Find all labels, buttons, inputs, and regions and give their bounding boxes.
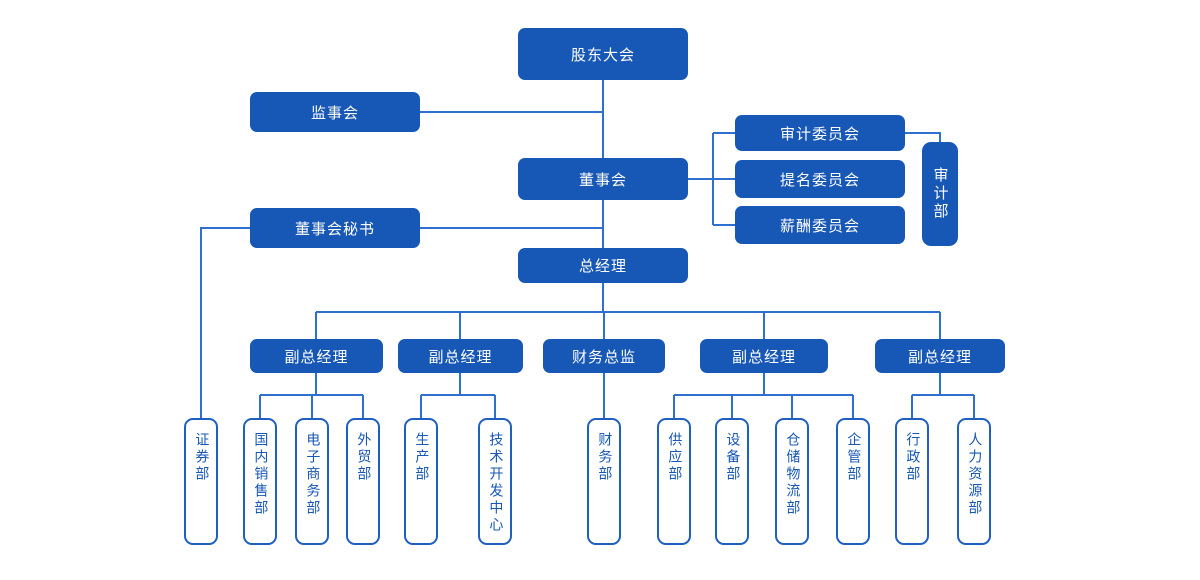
node-label: 仓储物流部	[784, 432, 801, 517]
node-administration-dept[interactable]: 行政部	[895, 418, 929, 545]
node-compensation-committee[interactable]: 薪酬委员会	[735, 206, 905, 244]
node-finance-dept[interactable]: 财务部	[587, 418, 621, 545]
node-cfo[interactable]: 财务总监	[543, 339, 665, 373]
node-label: 财务总监	[571, 347, 636, 366]
node-label: 财务部	[596, 432, 613, 483]
node-tech-dev-center[interactable]: 技术开发中心	[478, 418, 512, 545]
node-equipment-dept[interactable]: 设备部	[715, 418, 749, 545]
node-shareholders-meeting[interactable]: 股东大会	[518, 28, 688, 80]
node-label: 副总经理	[284, 347, 349, 366]
node-label: 设备部	[724, 432, 741, 483]
node-hr-dept[interactable]: 人力资源部	[957, 418, 991, 545]
node-board-secretary[interactable]: 董事会秘书	[250, 208, 420, 248]
node-ecommerce-dept[interactable]: 电子商务部	[295, 418, 329, 545]
node-label: 审计部	[931, 167, 950, 221]
wire-secretary-to-securities	[200, 227, 250, 418]
node-label: 人力资源部	[966, 432, 983, 517]
node-label: 股东大会	[570, 45, 635, 64]
node-label: 董事会秘书	[294, 219, 375, 238]
node-label: 国内销售部	[252, 432, 269, 517]
node-label: 供应部	[666, 432, 683, 483]
node-board-of-directors[interactable]: 董事会	[518, 158, 688, 200]
node-label: 副总经理	[428, 347, 493, 366]
node-deputy-gm-2[interactable]: 副总经理	[398, 339, 523, 373]
node-deputy-gm-3[interactable]: 副总经理	[700, 339, 828, 373]
node-deputy-gm-4[interactable]: 副总经理	[875, 339, 1005, 373]
node-label: 薪酬委员会	[779, 216, 860, 235]
node-label: 生产部	[413, 432, 430, 483]
node-label: 外贸部	[355, 432, 372, 483]
node-general-manager[interactable]: 总经理	[518, 248, 688, 283]
node-label: 副总经理	[731, 347, 796, 366]
node-label: 企管部	[845, 432, 862, 483]
node-warehouse-logistics-dept[interactable]: 仓储物流部	[775, 418, 809, 545]
node-label: 监事会	[310, 103, 359, 122]
node-supply-dept[interactable]: 供应部	[657, 418, 691, 545]
node-label: 电子商务部	[304, 432, 321, 517]
node-nomination-committee[interactable]: 提名委员会	[735, 160, 905, 198]
wire-audit-committee-to-audit-dept	[905, 132, 941, 142]
node-label: 技术开发中心	[487, 432, 504, 534]
node-audit-department[interactable]: 审计部	[922, 142, 958, 246]
node-audit-committee[interactable]: 审计委员会	[735, 115, 905, 151]
node-board-of-supervisors[interactable]: 监事会	[250, 92, 420, 132]
node-label: 行政部	[904, 432, 921, 483]
node-label: 副总经理	[907, 347, 972, 366]
node-label: 董事会	[578, 170, 627, 189]
node-domestic-sales-dept[interactable]: 国内销售部	[243, 418, 277, 545]
node-production-dept[interactable]: 生产部	[404, 418, 438, 545]
node-label: 提名委员会	[779, 170, 860, 189]
node-label: 总经理	[578, 257, 627, 275]
node-enterprise-mgmt-dept[interactable]: 企管部	[836, 418, 870, 545]
node-label: 证券部	[193, 432, 210, 483]
node-label: 审计委员会	[779, 124, 860, 143]
node-deputy-gm-1[interactable]: 副总经理	[250, 339, 383, 373]
node-foreign-trade-dept[interactable]: 外贸部	[346, 418, 380, 545]
node-securities-dept[interactable]: 证券部	[184, 418, 218, 545]
